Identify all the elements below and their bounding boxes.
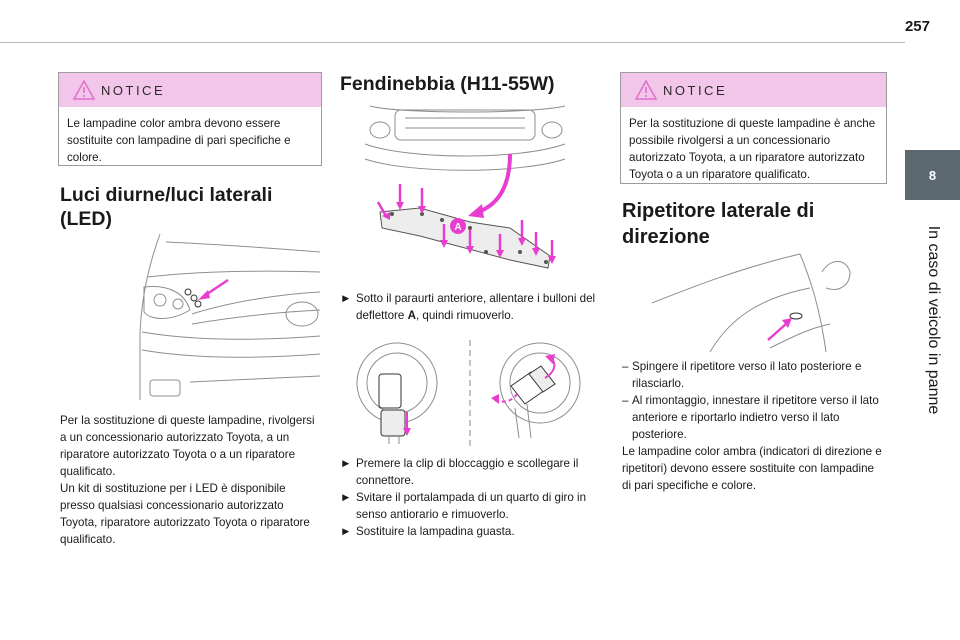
callout-label-a: A xyxy=(454,222,461,233)
repeater-instructions: – Spingere il ripetitore verso il lato p… xyxy=(622,358,884,494)
bullet-step: ► Svitare il portalampada di un quarto d… xyxy=(340,489,602,523)
warning-icon xyxy=(635,80,657,100)
repeater-paragraph: Le lampadine color ambra (indicatori di … xyxy=(622,445,882,492)
notice-text: Per la sostituzione di queste lampadine … xyxy=(629,117,876,181)
side-repeater-illustration xyxy=(650,248,860,353)
drl-paragraph-1: Per la sostituzione di queste lampadine,… xyxy=(60,414,315,478)
notice-title: NOTICE xyxy=(663,82,728,98)
step-text: Sotto il paraurti anteriore, allentare i… xyxy=(356,292,596,322)
fog-bulb-replacement-illustration xyxy=(345,338,600,448)
step-text: Svitare il portalampada di un quarto di … xyxy=(356,491,587,521)
chapter-number-tab[interactable]: 8 xyxy=(905,150,960,200)
step-text: Sostituire la lampadina guasta. xyxy=(356,525,515,538)
page-number: 257 xyxy=(904,18,930,35)
notice-box-dealer: NOTICE Per la sostituzione di queste lam… xyxy=(620,72,887,184)
warning-icon xyxy=(73,80,95,100)
bullet-step: ► Sotto il paraurti anteriore, allentare… xyxy=(340,290,602,324)
dash-item-text: Al rimontaggio, innestare il ripetitore … xyxy=(632,394,879,441)
dash-item: – Spingere il ripetitore verso il lato p… xyxy=(622,358,884,392)
dash-item-text: Spingere il ripetitore verso il lato pos… xyxy=(632,360,862,390)
notice-text: Le lampadine color ambra devono essere s… xyxy=(67,117,291,164)
bullet-marker: ► xyxy=(340,292,352,305)
fog-deflector-illustration: A xyxy=(360,104,570,284)
section-heading-drl: Luci diurne/luci laterali (LED) xyxy=(60,184,273,230)
chapter-title: In caso di veicolo in panne xyxy=(924,225,942,415)
chapter-title-tab[interactable]: In caso di veicolo in panne xyxy=(905,200,960,440)
section-heading-fog: Fendinebbia (H11-55W) xyxy=(340,73,555,95)
header-divider xyxy=(0,42,905,43)
bullet-step: ► Sostituire la lampadina guasta. xyxy=(340,525,515,538)
bullet-step: ► Premere la clip di bloccaggio e scolle… xyxy=(340,455,602,489)
notice-header: NOTICE xyxy=(621,73,886,107)
notice-box-amber-bulbs: NOTICE Le lampadine color ambra devono e… xyxy=(58,72,322,166)
drl-paragraph-2: Un kit di sostituzione per i LED è dispo… xyxy=(60,482,310,546)
section-heading-repeater: Ripetitore laterale di direzione xyxy=(622,200,815,248)
notice-title: NOTICE xyxy=(101,82,166,98)
fog-steps: ► Premere la clip di bloccaggio e scolle… xyxy=(340,455,602,540)
fog-step-deflector: ► Sotto il paraurti anteriore, allentare… xyxy=(340,290,602,324)
dash-item: – Al rimontaggio, innestare il ripetitor… xyxy=(622,392,884,443)
notice-header: NOTICE xyxy=(59,73,321,107)
drl-led-illustration xyxy=(130,232,320,402)
drl-instructions: Per la sostituzione di queste lampadine,… xyxy=(60,412,322,548)
step-text: Premere la clip di bloccaggio e scollega… xyxy=(356,457,579,487)
